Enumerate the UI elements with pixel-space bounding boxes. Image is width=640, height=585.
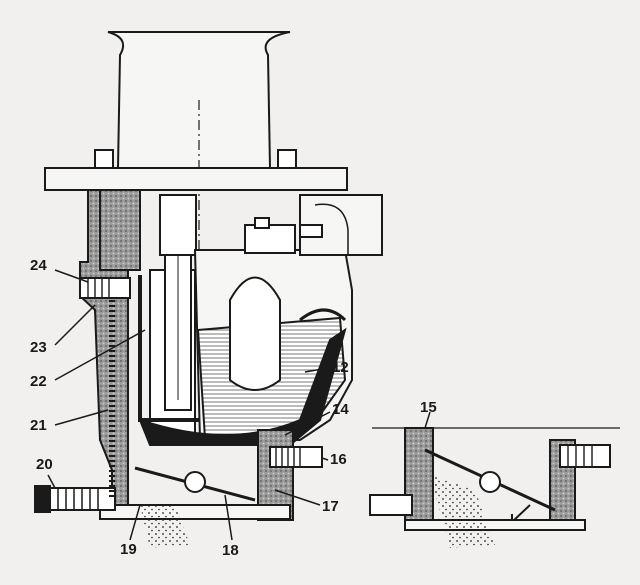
flange-nut-right (277, 149, 297, 169)
callout-12: 12 (332, 359, 349, 376)
throttle-bore-floor (99, 504, 291, 520)
callout-20: 20 (36, 456, 53, 473)
jet-screw-16 (269, 446, 323, 468)
emulsion-passage (138, 275, 200, 422)
callout-14: 14 (332, 401, 349, 418)
throttle-spindle (184, 471, 206, 493)
inset-screw-right (559, 444, 611, 468)
inset-screw-left (369, 494, 413, 516)
float (229, 276, 281, 391)
inset-spindle (479, 471, 501, 493)
callout-16: 16 (330, 451, 347, 468)
callout-22: 22 (30, 373, 47, 390)
callout-19: 19 (120, 541, 137, 558)
leader-lines (47, 269, 431, 541)
needle-valve (244, 224, 296, 254)
flange-nut-left (94, 149, 114, 169)
callout-17: 17 (322, 498, 339, 515)
body-left-block (99, 189, 141, 271)
top-flange (44, 167, 348, 191)
inset-fuel-spray (430, 475, 495, 548)
float-arm (299, 308, 347, 322)
fuel-spray (140, 505, 190, 548)
screw-24 (79, 277, 131, 299)
callout-15: 15 (420, 399, 437, 416)
callout-23: 23 (30, 339, 47, 356)
callout-21: 21 (30, 417, 47, 434)
jet-holder-top (159, 194, 197, 256)
callout-18: 18 (222, 542, 239, 559)
callout-24: 24 (30, 257, 47, 274)
inset-left-wall (404, 427, 434, 524)
